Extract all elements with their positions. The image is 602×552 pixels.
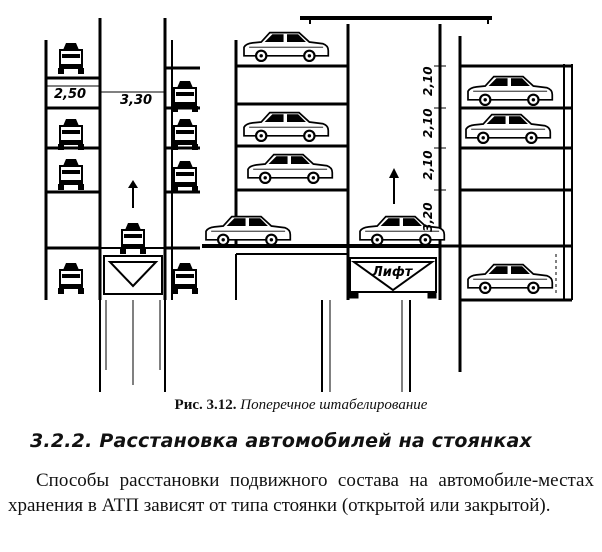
left-dimension-label: 2,50 [54, 87, 86, 102]
cross-stacking-figure: 2,50 3,30 [44, 16, 573, 392]
left-dimension-label: 3,30 [120, 93, 152, 108]
body-paragraph: Способы расстановки подвижного состава н… [8, 470, 594, 516]
lift-label: Лифт [371, 265, 414, 280]
section-heading: 3.2.2. Расстановка автомобилей на стоянк… [30, 430, 532, 452]
figure-caption: Рис. 3.12. Поперечное штабелирование [0, 397, 602, 414]
right-dimension-label: 2,10 [421, 108, 435, 138]
left-building [44, 18, 200, 392]
caption-text: Поперечное штабелирование [240, 397, 428, 413]
right-dimension-label: 2,10 [421, 150, 435, 180]
left-lift-arrow [128, 180, 138, 208]
right-building [202, 16, 573, 392]
right-dimension-label: 3,20 [421, 202, 435, 232]
caption-label: Рис. 3.12. [174, 397, 237, 413]
right-lift-arrow [389, 168, 399, 204]
right-dimension-label: 2,10 [421, 66, 435, 96]
